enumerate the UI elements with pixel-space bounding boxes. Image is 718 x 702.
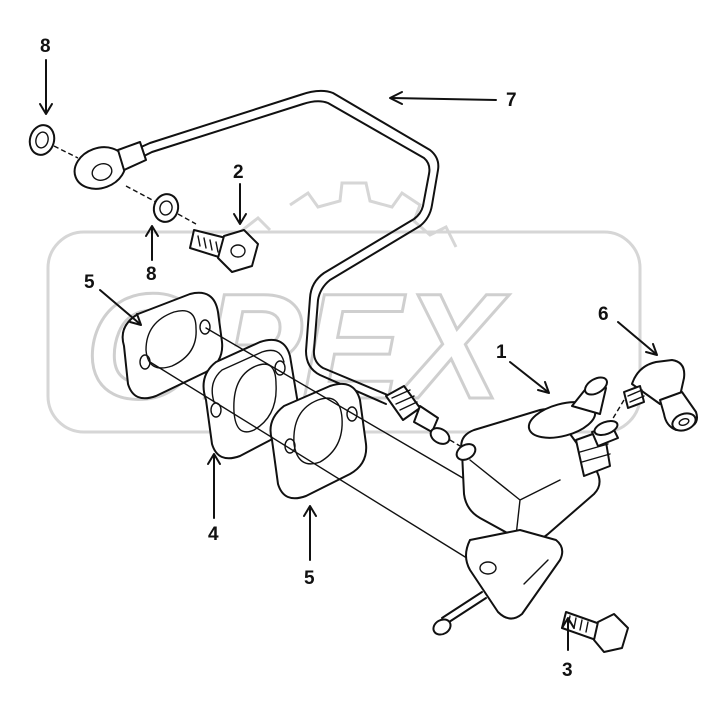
callout-5-left: 5 — [84, 272, 95, 293]
mounting-bolt — [561, 611, 629, 653]
gasket — [121, 291, 224, 400]
leader-line — [125, 185, 197, 225]
callout-8-lower: 8 — [146, 264, 157, 285]
elbow-fitting — [623, 359, 698, 432]
callout-7: 7 — [506, 90, 517, 111]
leader-line — [611, 399, 625, 421]
assembly-line — [149, 327, 481, 561]
callout-5-lower: 5 — [304, 568, 315, 589]
leader-line — [53, 145, 79, 159]
callout-3: 3 — [562, 660, 573, 681]
gasket — [269, 382, 368, 500]
callout-2: 2 — [233, 162, 244, 183]
fuel-pipe — [73, 89, 471, 453]
callout-8-top: 8 — [40, 36, 51, 57]
callout-1: 1 — [496, 342, 507, 363]
banjo-bolt — [189, 229, 259, 273]
callout-4: 4 — [208, 524, 219, 545]
leader-arrows — [39, 59, 658, 651]
watermark-gear — [238, 181, 458, 249]
sealing-washer — [152, 193, 180, 223]
sealing-washer — [28, 124, 56, 156]
callout-6: 6 — [598, 304, 609, 325]
fuel-pump — [432, 376, 619, 636]
